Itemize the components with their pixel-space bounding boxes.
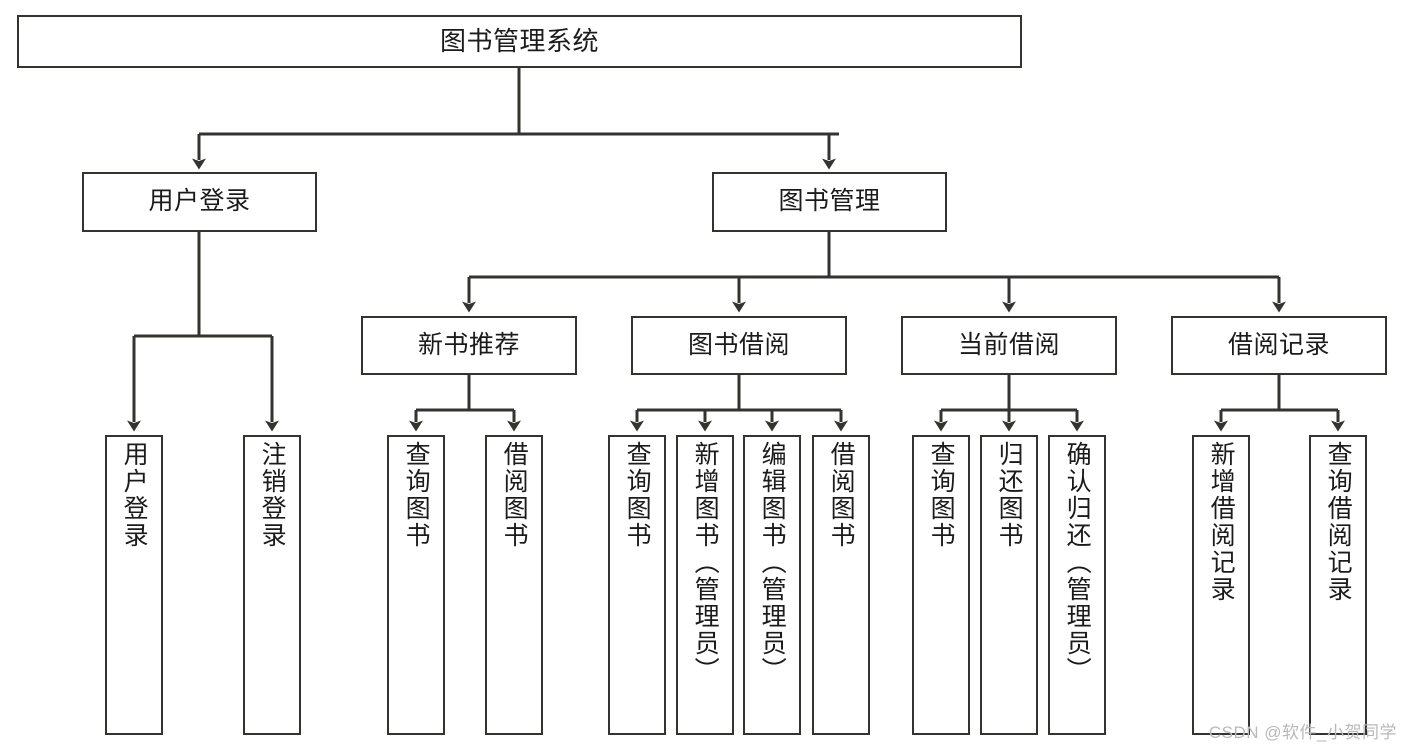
- node-user-login-label: 用户登录: [148, 187, 251, 216]
- node-borrow-record-label: 借阅记录: [1227, 330, 1330, 359]
- node-leaf-user-login-label: 用户登录: [120, 441, 149, 549]
- node-leaf-borrow-book-b-label: 借阅图书: [827, 441, 856, 549]
- node-root-label: 图书管理系统: [439, 26, 599, 57]
- node-leaf-query-record-label: 查询借阅记录: [1324, 441, 1353, 603]
- node-new-book-rec-label: 新书推荐: [417, 330, 520, 359]
- csdn-watermark: CSDN @软件_小贺同学: [1208, 723, 1397, 742]
- node-leaf-add-book-label: 新增图书（管理员）: [691, 441, 720, 684]
- node-leaf-confirm-return-label: 确认归还（管理员）: [1063, 441, 1092, 684]
- node-book-borrow-label: 图书借阅: [687, 330, 790, 359]
- node-leaf-edit-book-label: 编辑图书（管理员）: [758, 441, 787, 684]
- node-leaf-add-record-label: 新增借阅记录: [1207, 441, 1236, 603]
- node-borrow-record[interactable]: 借阅记录: [1171, 316, 1387, 375]
- node-leaf-confirm-return[interactable]: 确认归还（管理员）: [1048, 435, 1106, 735]
- node-leaf-add-book[interactable]: 新增图书（管理员）: [676, 435, 734, 735]
- node-new-book-rec[interactable]: 新书推荐: [361, 316, 577, 375]
- node-leaf-return-book[interactable]: 归还图书: [980, 435, 1038, 735]
- node-leaf-query-book-b[interactable]: 查询图书: [608, 435, 666, 735]
- node-book-borrow[interactable]: 图书借阅: [631, 316, 847, 375]
- node-leaf-query-book-c[interactable]: 查询图书: [912, 435, 970, 735]
- node-current-borrow-label: 当前借阅: [957, 330, 1060, 359]
- node-leaf-logout-label: 注销登录: [258, 441, 287, 549]
- node-leaf-return-book-label: 归还图书: [995, 441, 1024, 549]
- node-current-borrow[interactable]: 当前借阅: [901, 316, 1117, 375]
- node-user-login[interactable]: 用户登录: [82, 172, 317, 232]
- node-leaf-logout[interactable]: 注销登录: [243, 435, 301, 735]
- node-leaf-user-login[interactable]: 用户登录: [105, 435, 163, 735]
- node-leaf-query-book-c-label: 查询图书: [927, 441, 956, 549]
- node-leaf-query-book-a-label: 查询图书: [402, 441, 431, 549]
- node-root[interactable]: 图书管理系统: [17, 15, 1022, 68]
- node-leaf-query-book-b-label: 查询图书: [623, 441, 652, 549]
- node-leaf-edit-book[interactable]: 编辑图书（管理员）: [743, 435, 801, 735]
- node-leaf-add-record[interactable]: 新增借阅记录: [1192, 435, 1250, 735]
- node-leaf-borrow-book-b[interactable]: 借阅图书: [812, 435, 870, 735]
- node-leaf-borrow-book-a-label: 借阅图书: [500, 441, 529, 549]
- node-leaf-query-book-a[interactable]: 查询图书: [387, 435, 445, 735]
- node-book-manage-label: 图书管理: [778, 187, 881, 216]
- node-book-manage[interactable]: 图书管理: [712, 172, 947, 232]
- node-leaf-borrow-book-a[interactable]: 借阅图书: [485, 435, 543, 735]
- node-leaf-query-record[interactable]: 查询借阅记录: [1309, 435, 1367, 735]
